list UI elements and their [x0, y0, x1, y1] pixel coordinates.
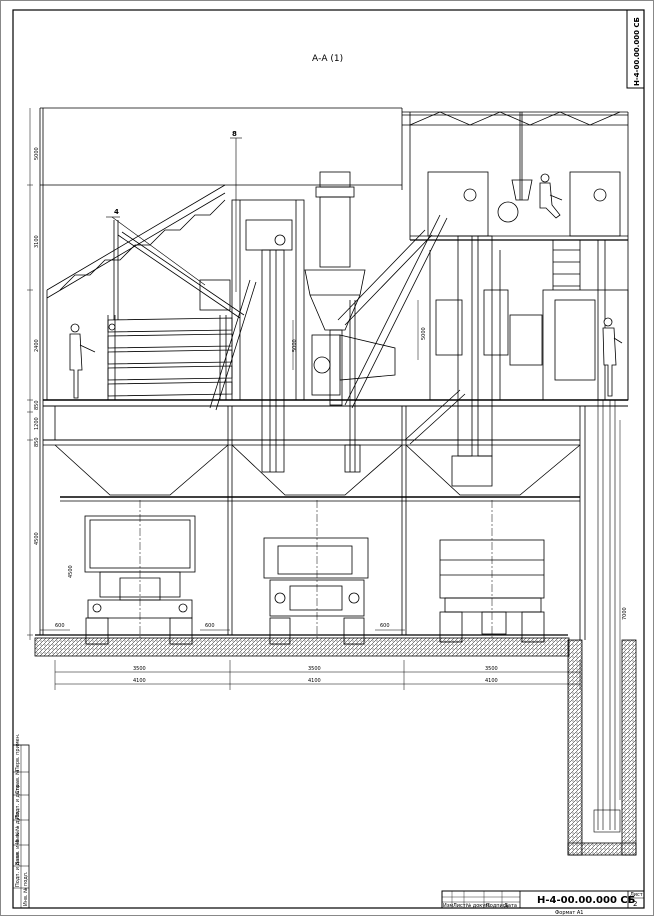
title-block: Изм Лист № докум. Подпись Дата Н-4-00.00… [441, 890, 645, 916]
dim-bottom-inner-2: 3500 [485, 666, 498, 672]
stamp-header-3: Подпись [486, 903, 509, 909]
dim-vert-10: 7000 [622, 607, 628, 620]
truck-center [263, 500, 369, 645]
dim-vert-5: 850 [34, 437, 40, 447]
side-strip-4: Взам. инв. № [15, 830, 21, 865]
code-box [626, 9, 645, 89]
stamp-header-1: Лист [453, 903, 466, 909]
dimension-texts: 5000 3100 2400 850 1200 850 4500 5000 50… [34, 147, 628, 684]
dim-small-1: 600 [205, 623, 215, 629]
drawing-code-stamp: Н-4-00.00.000 СБ [537, 895, 635, 906]
callout-8: 8 [232, 130, 237, 138]
stamp-header-2: № докум. [466, 903, 491, 909]
dimension-lines [27, 108, 621, 800]
callouts: 8 4 [106, 130, 242, 292]
callout-4: 4 [114, 208, 119, 216]
pit-bottom [567, 842, 637, 856]
dim-vert-9: 4500 [68, 565, 74, 578]
drawing-code-rotated: Н-4-00.00.000 СБ [633, 17, 641, 86]
cyclone-tower [304, 171, 396, 473]
incline-conveyor-center [337, 214, 466, 445]
side-strip: Перв. примен. Справ. № Подп. и дата Инв.… [12, 733, 30, 909]
elevator-shaft [593, 400, 621, 833]
format-label: Формат А1 [555, 910, 583, 916]
operator-left [69, 323, 96, 399]
operator-top-right [539, 173, 563, 219]
inner-frame [12, 9, 645, 909]
sheet-label: Лист [630, 892, 643, 898]
stamp-header-4: Дата [504, 903, 517, 909]
dim-vert-1: 3100 [34, 235, 40, 248]
dim-bottom-outer-0: 4100 [133, 678, 146, 684]
dim-vert-7: 5000 [421, 327, 427, 340]
dim-bottom-inner-0: 3500 [133, 666, 146, 672]
operator-right [602, 317, 623, 397]
dim-vert-4: 1200 [34, 417, 40, 430]
dim-vert-6: 4500 [34, 532, 40, 545]
side-strip-5: Подп. и дата [15, 853, 21, 887]
truck-right [439, 500, 545, 643]
truck-left [84, 500, 196, 645]
dim-bottom-outer-1: 4100 [308, 678, 321, 684]
incline-conveyor-left [117, 231, 257, 411]
side-strip-3: Инв. № дубл. [15, 809, 21, 844]
sheet-number: 2 [633, 900, 637, 908]
foundation-slab [34, 637, 570, 657]
side-strip-2: Подп. и дата [15, 785, 21, 819]
center-frame [231, 199, 305, 473]
section-title: А-А (1) [312, 54, 343, 64]
dim-small-2: 600 [380, 623, 390, 629]
stamp-header-0: Изм [443, 903, 453, 909]
side-strip-6: Инв. № подл. [23, 871, 29, 906]
dim-vert-8: 5000 [292, 339, 298, 352]
right-elevators [427, 112, 629, 487]
dim-vert-0: 5000 [34, 147, 40, 160]
side-strip-1: Справ. № [15, 769, 21, 794]
side-strip-0: Перв. примен. [15, 733, 21, 771]
dim-bottom-outer-2: 4100 [485, 678, 498, 684]
pit-wall-right [621, 639, 637, 856]
dim-small-0: 600 [55, 623, 65, 629]
dim-vert-3: 850 [34, 400, 40, 410]
dim-vert-2: 2400 [34, 339, 40, 352]
dim-bottom-inner-1: 3500 [308, 666, 321, 672]
